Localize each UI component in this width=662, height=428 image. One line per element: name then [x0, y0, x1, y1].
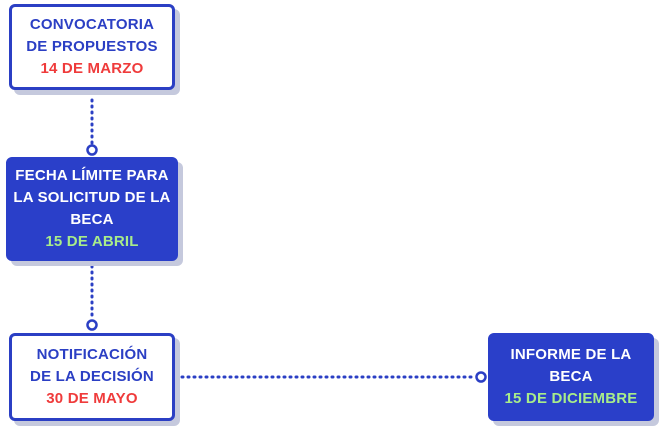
step-1-date: 14 DE MARZO [40, 60, 144, 77]
step-3-date: 30 DE MAYO [46, 390, 138, 407]
connector-node-3 [475, 371, 487, 383]
step-4-title-line-1: INFORME DE LA [510, 346, 632, 363]
step-2-title-line-2: LA SOLICITUD DE LA [13, 189, 171, 206]
step-box-convocatoria: CONVOCATORIA DE PROPUESTOS 14 DE MARZO [9, 4, 175, 90]
step-box-notificacion: NOTIFICACIÓN DE LA DECISIÓN 30 DE MAYO [9, 333, 175, 421]
step-2-date: 15 DE ABRIL [45, 233, 139, 250]
step-3-title-line-2: DE LA DECISIÓN [30, 368, 154, 385]
step-2-title-line-3: BECA [70, 211, 114, 228]
connector-node-2 [86, 319, 98, 331]
step-1-title-line-2: DE PROPUESTOS [26, 38, 158, 55]
step-4-date: 15 DE DICIEMBRE [504, 390, 638, 407]
step-4-title-line-2: BECA [549, 368, 593, 385]
step-box-informe: INFORME DE LA BECA 15 DE DICIEMBRE [488, 333, 654, 421]
step-3-title-line-1: NOTIFICACIÓN [36, 346, 148, 363]
step-1-title-line-1: CONVOCATORIA [29, 16, 155, 33]
step-box-fecha-limite: FECHA LÍMITE PARA LA SOLICITUD DE LA BEC… [6, 157, 178, 261]
connector-node-1 [86, 144, 98, 156]
step-2-title-line-1: FECHA LÍMITE PARA [15, 167, 169, 184]
